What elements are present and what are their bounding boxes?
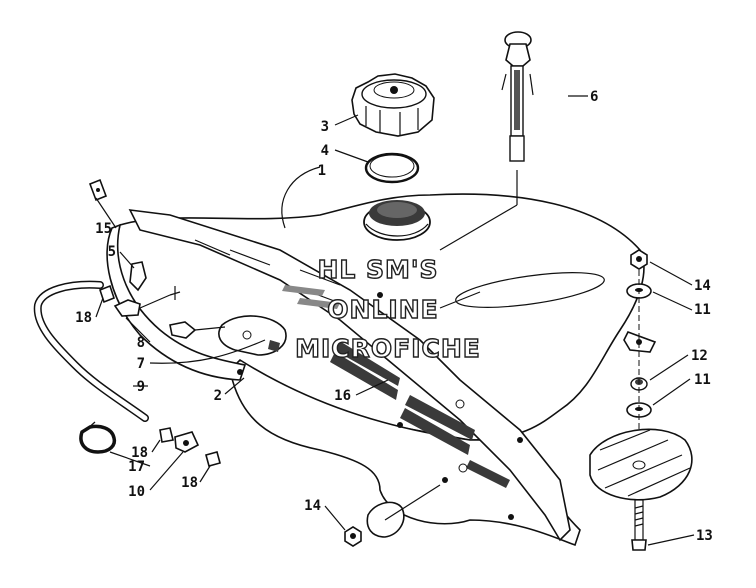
- callout-11-upper: 11: [694, 302, 711, 318]
- fuel-gauge-sender: [439, 31, 534, 251]
- callout-7: 7: [137, 356, 145, 372]
- leader-lines: [95, 95, 695, 546]
- callout-18-bottom: 18: [181, 475, 198, 491]
- watermark-line-2: ONLINE: [327, 295, 438, 324]
- right-side-hardware: [589, 249, 693, 551]
- fuel-hose: [33, 280, 149, 422]
- callout-11-lower: 11: [694, 372, 711, 388]
- callout-13: 13: [696, 528, 713, 544]
- lower-hardware: [344, 484, 441, 547]
- callout-17: 17: [128, 459, 145, 475]
- callout-3: 3: [321, 119, 329, 135]
- side-plate: [218, 315, 287, 356]
- callout-5: 5: [108, 244, 116, 260]
- callout-9: 9: [137, 379, 145, 395]
- fuel-cap: [351, 73, 435, 137]
- callout-16: 16: [334, 388, 351, 404]
- callout-8: 8: [137, 335, 145, 351]
- callout-18-top: 18: [75, 310, 92, 326]
- callout-1: 1: [318, 163, 326, 179]
- watermark: HL SM'S ONLINE MICROFICHE: [294, 254, 481, 363]
- callout-2: 2: [214, 388, 222, 404]
- watermark-line-1: HL SM'S: [317, 255, 438, 284]
- callout-6: 6: [590, 89, 598, 105]
- callout-labels: 1 2 3 4 5 6 7 8 9 10 11 11 12 13 14 14 1…: [75, 89, 713, 544]
- hose-clamp: [79, 421, 117, 454]
- callout-12: 12: [691, 348, 708, 364]
- callout-14-bottom: 14: [304, 498, 321, 514]
- callout-4: 4: [321, 143, 329, 159]
- callout-18-middle: 18: [131, 445, 148, 461]
- fuel-tank: [106, 193, 657, 547]
- watermark-line-3: MICROFICHE: [295, 334, 481, 363]
- gasket-ring: [364, 152, 420, 184]
- callout-15: 15: [95, 221, 112, 237]
- callout-14-right: 14: [694, 278, 711, 294]
- callout-10: 10: [128, 484, 145, 500]
